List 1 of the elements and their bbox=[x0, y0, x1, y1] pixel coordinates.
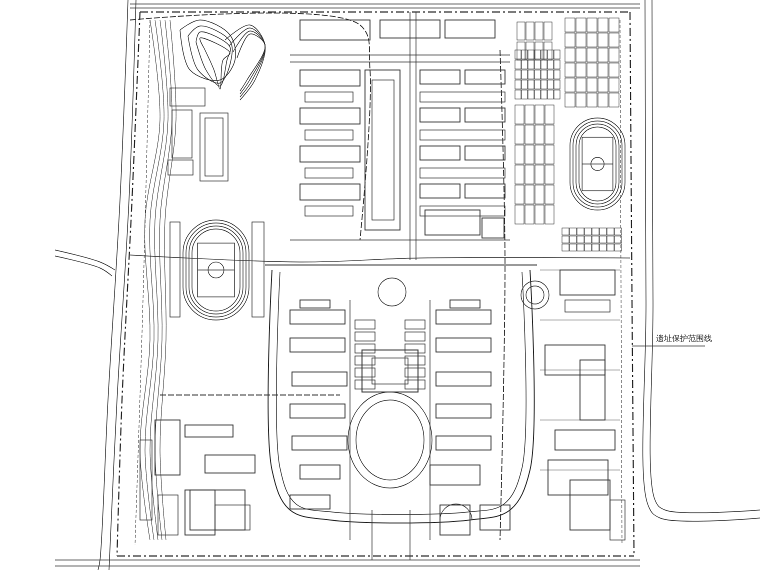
boundary-label: 遗址保护范围线 bbox=[656, 335, 712, 343]
